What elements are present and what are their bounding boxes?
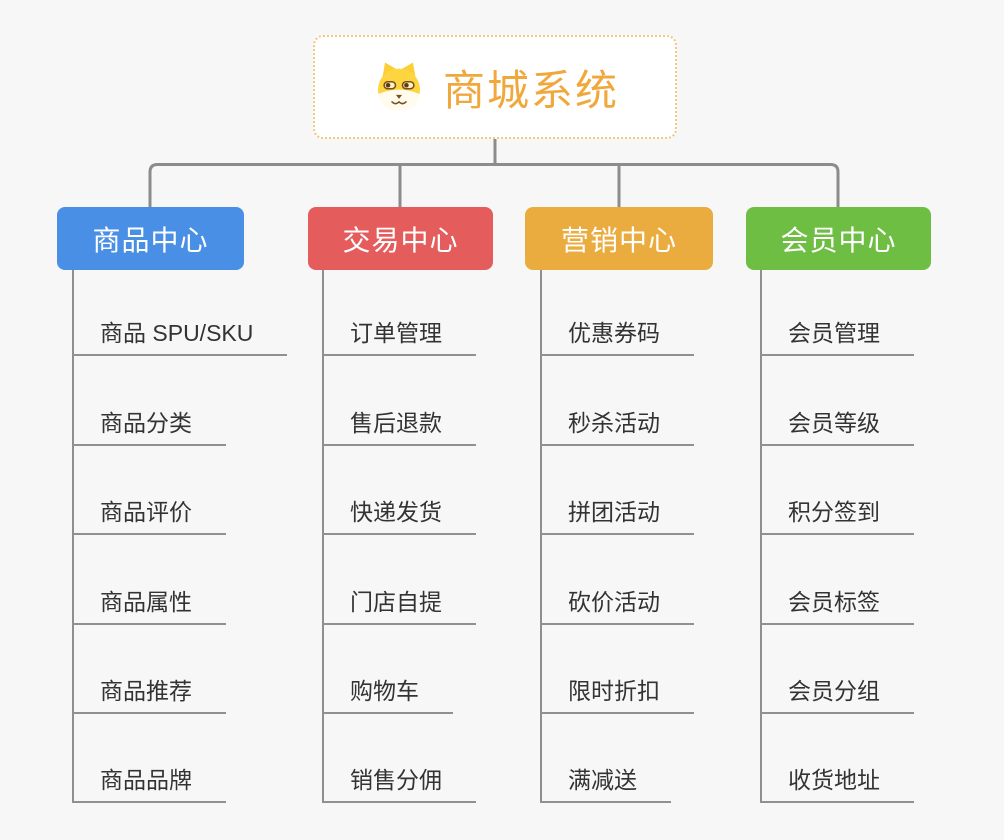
tree-trunk-line — [760, 270, 762, 803]
tree-trunk-line — [540, 270, 542, 803]
topic-node[interactable]: 商品分类 — [72, 406, 226, 446]
topic-node[interactable]: 门店自提 — [322, 585, 476, 625]
branch-label: 交易中心 — [342, 224, 459, 256]
branch-label: 商品中心 — [92, 224, 209, 256]
root-topic-node[interactable]: 商城系统 — [313, 35, 677, 139]
topic-node[interactable]: 购物车 — [322, 674, 453, 714]
topic-node[interactable]: 优惠券码 — [540, 316, 694, 356]
topic-node[interactable]: 商品推荐 — [72, 674, 226, 714]
topic-node[interactable]: 满减送 — [540, 763, 671, 803]
topic-node[interactable]: 销售分佣 — [322, 763, 476, 803]
branch-node-product-center[interactable]: 商品中心 — [57, 207, 244, 270]
topic-node[interactable]: 拼团活动 — [540, 495, 694, 535]
topic-node[interactable]: 商品属性 — [72, 585, 226, 625]
topic-node[interactable]: 商品 SPU/SKU — [72, 316, 288, 356]
branch-node-trade-center[interactable]: 交易中心 — [308, 207, 493, 270]
branch-label: 营销中心 — [560, 224, 677, 256]
root-topic-title: 商城系统 — [442, 66, 619, 114]
topic-node[interactable]: 会员分组 — [760, 674, 914, 714]
topic-node[interactable]: 限时折扣 — [540, 674, 694, 714]
tree-trunk-line — [72, 270, 74, 803]
topic-node[interactable]: 砍价活动 — [540, 585, 694, 625]
branch-label: 会员中心 — [780, 224, 897, 256]
topic-node[interactable]: 收货地址 — [760, 763, 914, 803]
shiba-dog-icon — [377, 62, 420, 111]
topic-node[interactable]: 秒杀活动 — [540, 406, 694, 446]
topic-node[interactable]: 会员等级 — [760, 406, 914, 446]
topic-node[interactable]: 快递发货 — [322, 495, 476, 535]
topic-node[interactable]: 商品评价 — [72, 495, 226, 535]
tree-trunk-line — [322, 270, 324, 803]
branch-node-marketing-center[interactable]: 营销中心 — [525, 207, 713, 270]
topic-node[interactable]: 订单管理 — [322, 316, 476, 356]
branch-node-member-center[interactable]: 会员中心 — [746, 207, 931, 270]
topic-node[interactable]: 会员管理 — [760, 316, 914, 356]
topic-node[interactable]: 商品品牌 — [72, 763, 226, 803]
topic-node[interactable]: 售后退款 — [322, 406, 476, 446]
topic-node[interactable]: 积分签到 — [760, 495, 914, 535]
topic-node[interactable]: 会员标签 — [760, 585, 914, 625]
